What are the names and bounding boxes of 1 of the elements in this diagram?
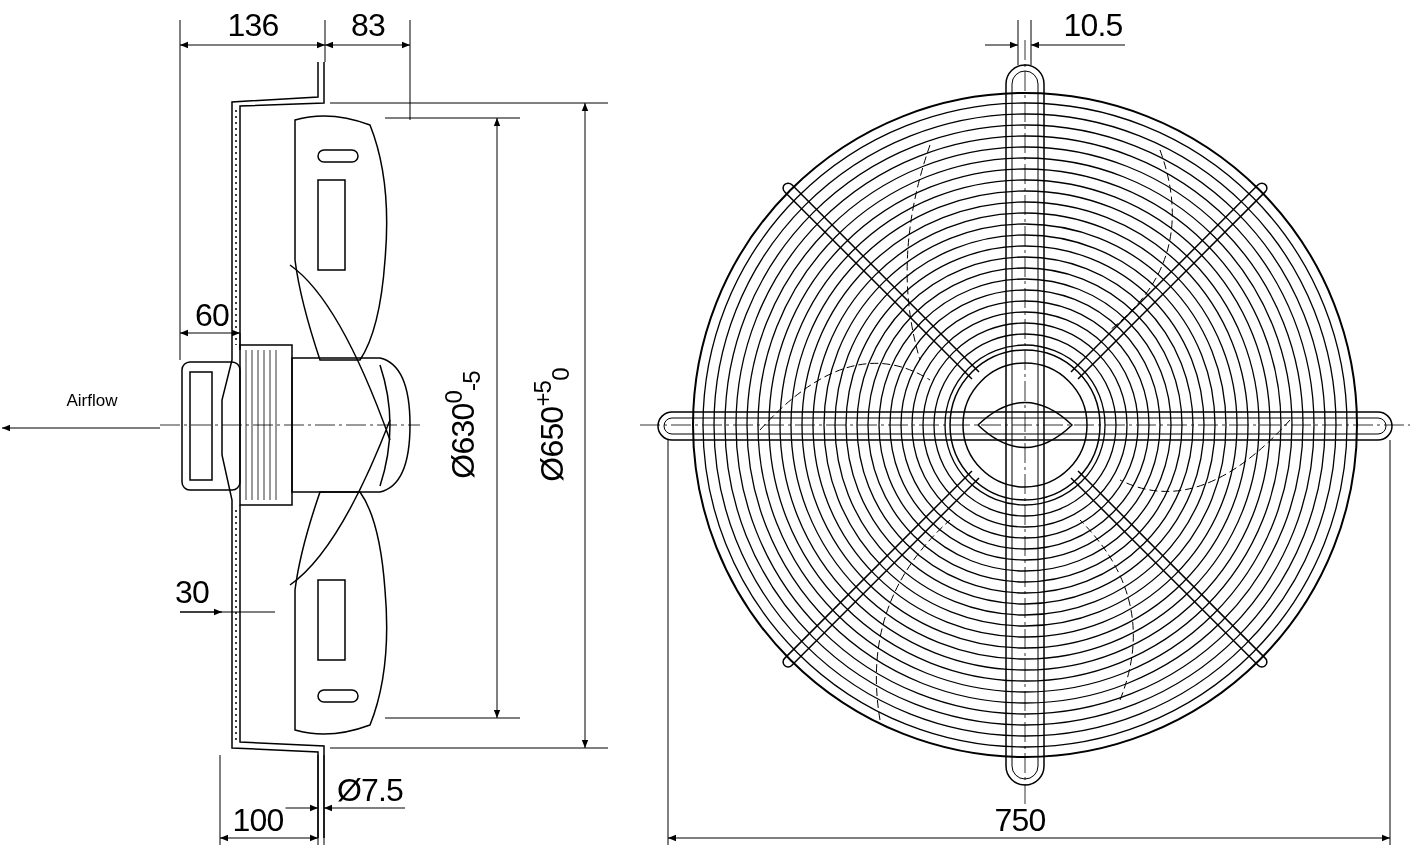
airflow-label: Airflow [64,391,120,409]
